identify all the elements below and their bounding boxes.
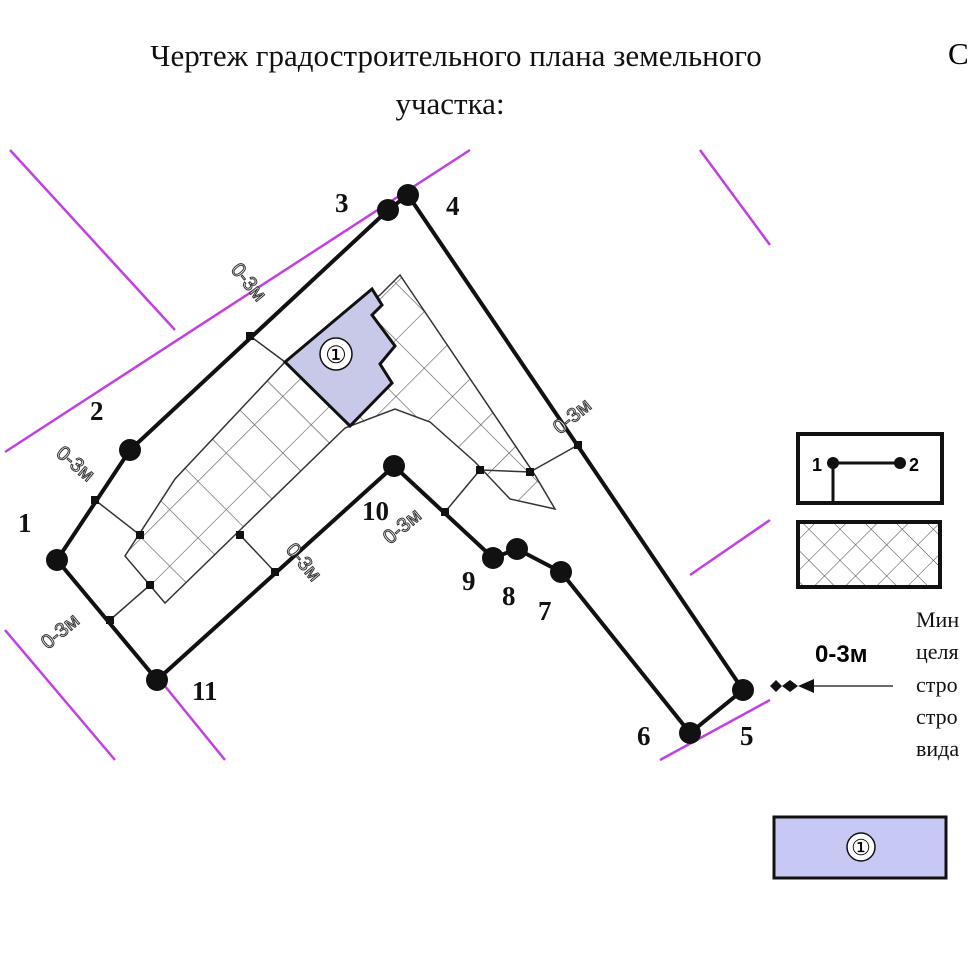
svg-text:0-3м: 0-3м xyxy=(815,641,867,668)
svg-text:2: 2 xyxy=(90,396,104,426)
svg-text:6: 6 xyxy=(637,721,651,751)
legend-buildable-zone xyxy=(796,520,942,589)
point-labels: 1 2 3 4 5 6 7 8 9 10 11 xyxy=(18,188,754,751)
legend-setback-text-3: стро xyxy=(916,672,958,697)
svg-text:8: 8 xyxy=(502,581,516,611)
svg-text:0-3м: 0-3м xyxy=(52,442,99,486)
svg-text:1: 1 xyxy=(18,508,32,538)
legend-boundary-point: 1 2 xyxy=(796,432,944,505)
svg-text:3: 3 xyxy=(335,188,349,218)
svg-text:10: 10 xyxy=(362,496,389,526)
legend-setback-text-5: вида xyxy=(916,736,960,761)
svg-text:5: 5 xyxy=(740,721,754,751)
building-label-circle xyxy=(319,337,353,371)
boundary-points xyxy=(46,184,754,744)
svg-text:0-3м: 0-3м xyxy=(226,259,270,306)
svg-text:0-3м: 0-3м xyxy=(37,610,84,654)
building-label: ① xyxy=(325,343,347,369)
neighbour-boundaries xyxy=(4,148,772,762)
svg-text:1: 1 xyxy=(812,455,822,475)
drawing-title-line1: Чертеж градостроительного плана земельно… xyxy=(150,38,762,73)
svg-text:2: 2 xyxy=(909,455,919,475)
svg-text:11: 11 xyxy=(192,676,218,706)
parcel-boundary xyxy=(55,192,746,736)
drawing-title-line2: участка: xyxy=(395,86,505,121)
svg-text:0-3м: 0-3м xyxy=(549,395,596,439)
svg-text:7: 7 xyxy=(538,596,552,626)
svg-text:4: 4 xyxy=(446,191,460,221)
legend-setback-text-1: Мин xyxy=(916,607,960,632)
legend-setback: 0-3м xyxy=(770,641,893,693)
right-column-title-fragment: С xyxy=(948,36,968,71)
svg-text:9: 9 xyxy=(462,566,476,596)
svg-text:①: ① xyxy=(851,835,871,860)
legend-setback-text-4: стро xyxy=(916,704,958,729)
legend-building: ① xyxy=(772,815,948,880)
legend-setback-text-2: целя xyxy=(916,639,959,664)
setback-lines xyxy=(94,335,579,621)
